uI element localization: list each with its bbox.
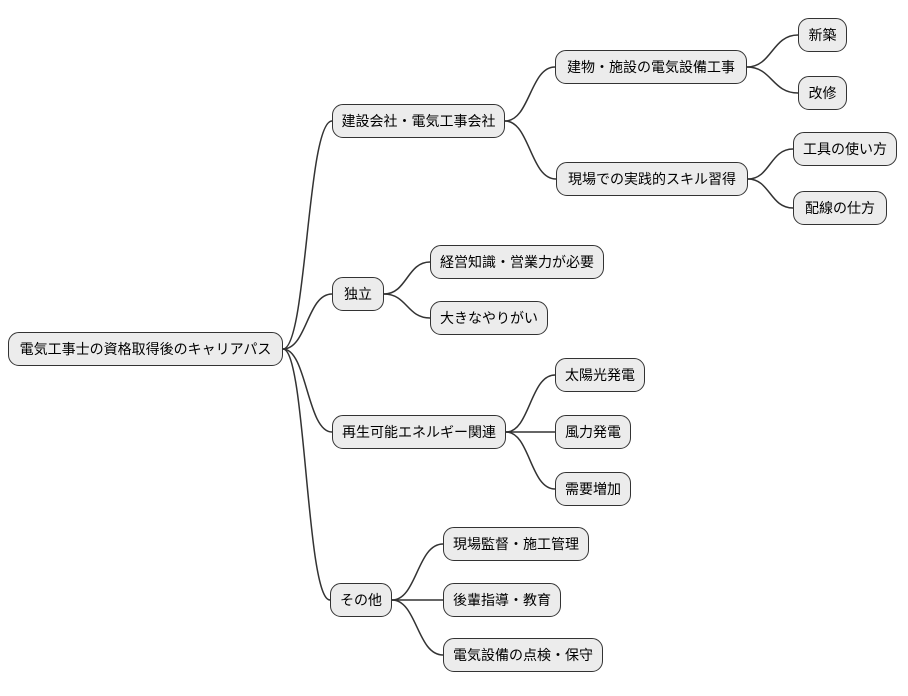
edge-onsite-skills-wiring <box>747 178 794 209</box>
edge-renewable-solar <box>505 374 556 433</box>
node-mentoring-education: 後輩指導・教育 <box>443 583 561 617</box>
node-independence: 独立 <box>332 277 384 311</box>
edge-independence-business <box>383 261 431 295</box>
edge-construction-building-work <box>504 66 556 122</box>
edge-others-inspection <box>391 599 444 656</box>
edge-root-renewable <box>282 348 333 433</box>
edge-onsite-skills-tools <box>747 148 794 180</box>
node-equipment-inspection-maintenance: 電気設備の点検・保守 <box>443 638 603 672</box>
edge-construction-onsite-skills <box>504 120 557 180</box>
node-solar-power: 太陽光発電 <box>555 358 645 392</box>
node-business-knowledge-needed: 経営知識・営業力が必要 <box>430 245 604 279</box>
node-building-electrical-work: 建物・施設の電気設備工事 <box>555 50 747 84</box>
edge-independence-satisfaction <box>383 293 431 319</box>
node-others: その他 <box>330 583 392 617</box>
edge-building-work-renovation <box>746 66 799 94</box>
node-tool-usage: 工具の使い方 <box>793 132 897 166</box>
node-wiring-method: 配線の仕方 <box>793 191 887 225</box>
node-root: 電気工事士の資格取得後のキャリアパス <box>8 332 283 366</box>
edge-others-supervision <box>391 543 444 601</box>
node-new-construction: 新築 <box>798 18 847 52</box>
edge-root-others <box>282 348 331 601</box>
edge-building-work-new <box>746 34 799 68</box>
node-onsite-skill-acquisition: 現場での実践的スキル習得 <box>556 162 748 196</box>
node-site-supervision-management: 現場監督・施工管理 <box>443 527 589 561</box>
node-wind-power: 風力発電 <box>555 415 631 449</box>
node-renovation: 改修 <box>798 76 847 110</box>
edge-renewable-demand <box>505 431 556 490</box>
node-great-satisfaction: 大きなやりがい <box>430 301 548 335</box>
node-construction-company: 建設会社・電気工事会社 <box>332 104 505 138</box>
node-renewable-energy: 再生可能エネルギー関連 <box>332 415 506 449</box>
node-demand-growth: 需要増加 <box>555 472 631 506</box>
edge-root-independence <box>282 293 333 350</box>
edge-root-construction <box>282 120 333 350</box>
